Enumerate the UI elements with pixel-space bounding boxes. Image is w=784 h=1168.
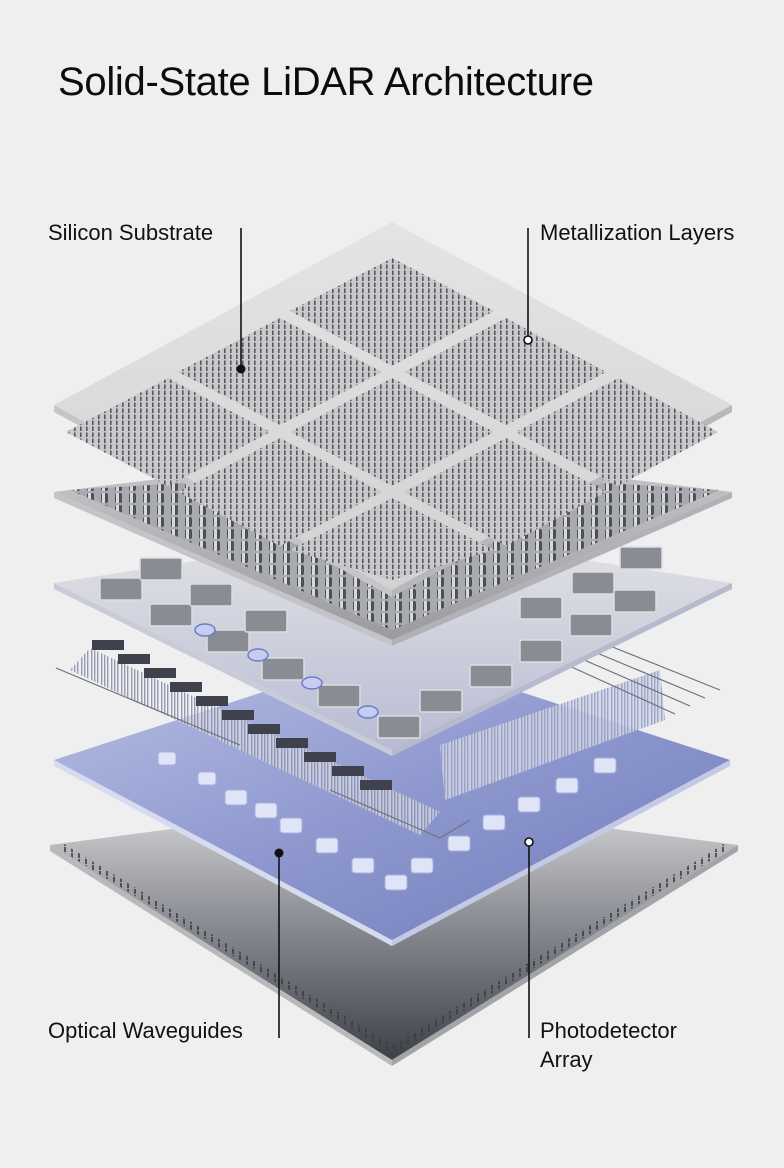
diagram-title: Solid-State LiDAR Architecture bbox=[58, 60, 594, 104]
waveguide-layer bbox=[55, 639, 721, 839]
label-photodetector-line1: Photodetector bbox=[540, 1018, 677, 1043]
leader-optical-waveguides bbox=[274, 848, 284, 1038]
leader-photodetector-array bbox=[524, 837, 534, 1038]
silicon-substrate-layer bbox=[54, 222, 732, 597]
leader-metallization-layers bbox=[523, 228, 533, 345]
label-photodetector-array: Photodetector Array bbox=[540, 1016, 677, 1074]
leader-silicon-substrate bbox=[236, 228, 246, 374]
label-optical-waveguides: Optical Waveguides bbox=[48, 1018, 243, 1043]
label-photodetector-line2: Array bbox=[540, 1047, 593, 1072]
label-metallization-layers: Metallization Layers bbox=[540, 220, 735, 245]
label-silicon-substrate: Silicon Substrate bbox=[48, 220, 214, 245]
